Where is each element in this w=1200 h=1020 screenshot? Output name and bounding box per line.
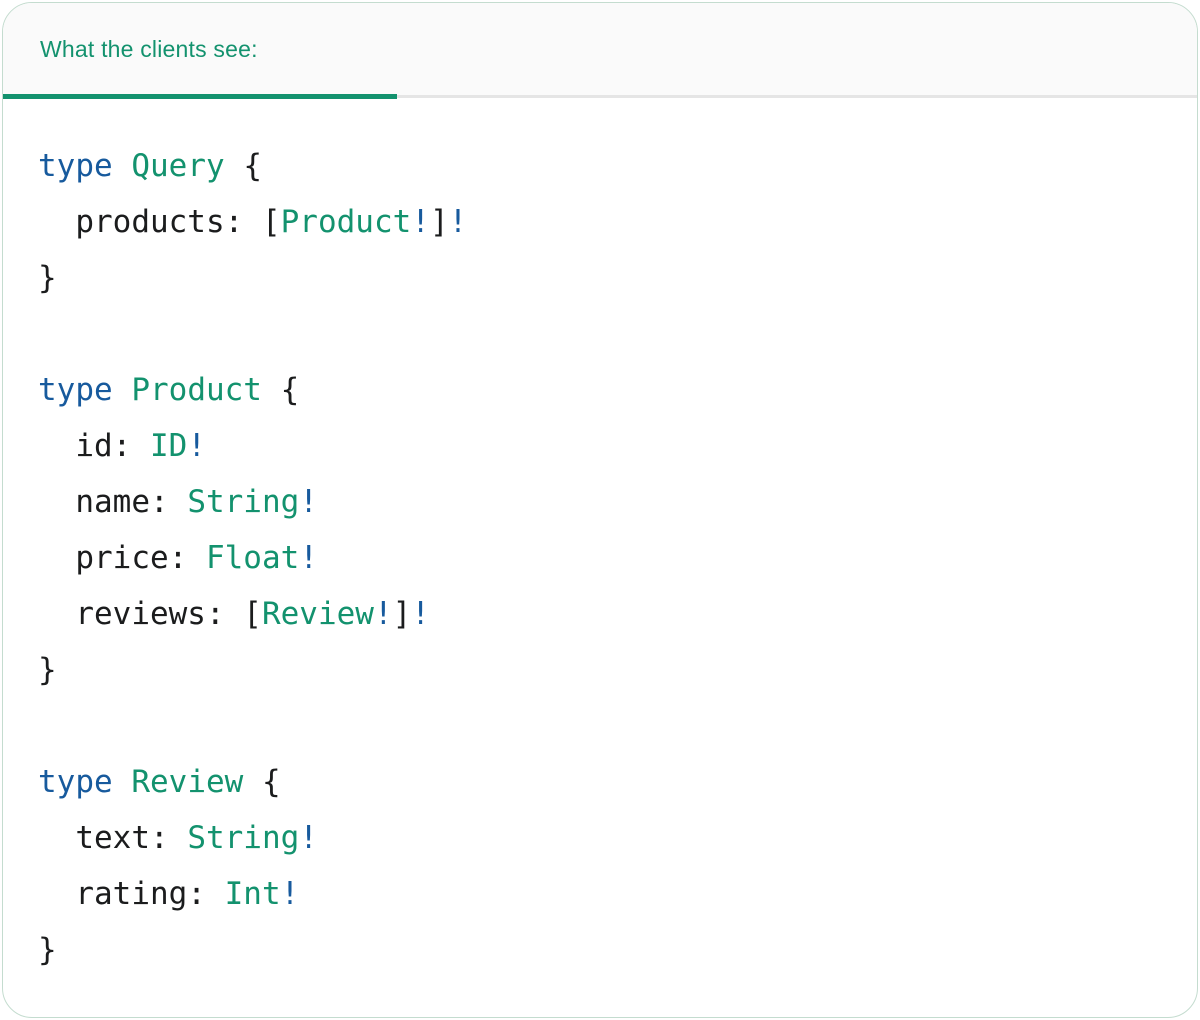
code-token: text:: [38, 820, 188, 856]
tab-what-clients-see[interactable]: What the clients see:: [3, 3, 397, 95]
code-line: products: [Product!]!: [38, 194, 1167, 250]
code-token: !: [299, 484, 318, 520]
code-token: type: [38, 148, 113, 184]
code-line: type Query {: [38, 138, 1167, 194]
code-token: {: [224, 148, 262, 184]
code-token: [113, 764, 132, 800]
code-token: }: [38, 932, 57, 968]
code-token: products: [: [38, 204, 281, 240]
code-line: price: Float!: [38, 530, 1167, 586]
code-token: type: [38, 764, 113, 800]
code-line: }: [38, 250, 1167, 306]
code-token: }: [38, 652, 57, 688]
code-token: !: [280, 876, 300, 912]
code-line-blank: [38, 698, 1167, 754]
code-token: }: [38, 260, 57, 296]
code-token: Query: [131, 148, 225, 184]
code-token: rating:: [38, 876, 225, 912]
code-token: Review: [131, 764, 244, 800]
code-token: !: [411, 204, 430, 240]
code-line: }: [38, 642, 1167, 698]
code-token: {: [261, 372, 300, 408]
code-line: reviews: [Review!]!: [38, 586, 1167, 642]
code-token: Float: [205, 540, 300, 576]
code-token: [113, 372, 132, 408]
code-block: type Query { products: [Product!]! } typ…: [3, 98, 1197, 1008]
code-token: !: [187, 428, 206, 464]
code-token: reviews: [: [38, 596, 262, 632]
code-token: String: [187, 484, 300, 520]
code-token: ID: [149, 428, 188, 464]
tab-bar: What the clients see:: [3, 3, 1197, 99]
code-line: text: String!: [38, 810, 1167, 866]
code-token: price:: [38, 540, 206, 576]
code-token: ]: [429, 204, 449, 240]
code-token: !: [299, 540, 318, 576]
code-line: type Product {: [38, 362, 1167, 418]
code-token: ]: [392, 596, 412, 632]
code-token: Int: [224, 876, 281, 912]
code-line-blank: [38, 306, 1167, 362]
tab-label: What the clients see:: [40, 35, 258, 62]
code-token: !: [373, 596, 393, 632]
code-line: rating: Int!: [38, 866, 1167, 922]
active-tab-indicator: [3, 94, 397, 99]
code-line: name: String!: [38, 474, 1167, 530]
code-token: name:: [38, 484, 188, 520]
code-token: Product: [131, 372, 262, 408]
code-token: String: [187, 820, 300, 856]
code-token: !: [411, 596, 430, 632]
code-token: [113, 148, 132, 184]
code-token: !: [448, 204, 468, 240]
code-line: id: ID!: [38, 418, 1167, 474]
code-line: type Review {: [38, 754, 1167, 810]
code-token: !: [299, 820, 318, 856]
code-token: {: [243, 764, 281, 800]
code-token: type: [38, 372, 113, 408]
code-token: Review: [261, 596, 374, 632]
code-line: }: [38, 922, 1167, 978]
code-token: id:: [38, 428, 150, 464]
code-token: Product: [280, 204, 412, 240]
